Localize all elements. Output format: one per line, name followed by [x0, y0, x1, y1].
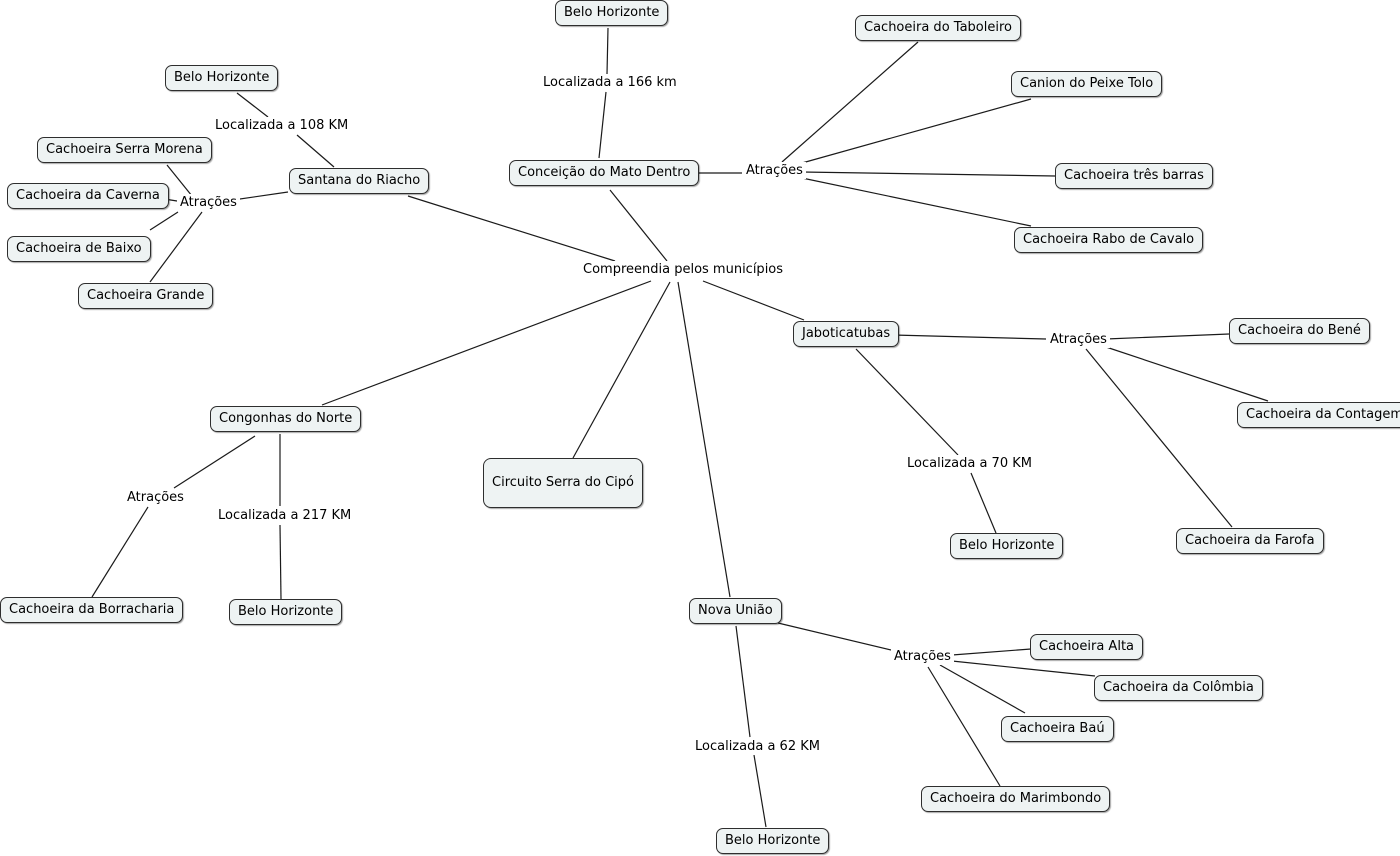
attraction-cachoeira-bau[interactable]: Cachoeira Baú [1001, 716, 1114, 742]
attraction-cachoeira-de-baixo[interactable]: Cachoeira de Baixo [7, 236, 151, 262]
attraction-cachoeira-da-colombia[interactable]: Cachoeira da Colômbia [1094, 675, 1263, 701]
attraction-cachoeira-serra-morena[interactable]: Cachoeira Serra Morena [37, 137, 212, 163]
novauniao-belo-horizonte-node[interactable]: Belo Horizonte [716, 828, 830, 854]
attraction-cachoeira-do-marimbondo[interactable]: Cachoeira do Marimbondo [921, 786, 1111, 812]
municipality-santana-do-riacho[interactable]: Santana do Riacho [289, 168, 430, 194]
municipality-congonhas-do-norte[interactable]: Congonhas do Norte [210, 406, 362, 432]
municipality-conceicao-do-mato-dentro[interactable]: Conceição do Mato Dentro [509, 160, 700, 186]
attraction-cachoeira-alta[interactable]: Cachoeira Alta [1030, 634, 1144, 660]
congonhas-distance-label: Localizada a 217 KM [215, 507, 355, 524]
jaboticatubas-distance-label: Localizada a 70 KM [904, 455, 1035, 472]
congonhas-belo-horizonte-node[interactable]: Belo Horizonte [229, 599, 343, 625]
attraction-canion-do-peixe-tolo[interactable]: Canion do Peixe Tolo [1011, 71, 1163, 97]
congonhas-attractions-label: Atrações [124, 489, 187, 506]
attraction-cachoeira-grande[interactable]: Cachoeira Grande [78, 283, 214, 309]
attraction-cachoeira-da-caverna[interactable]: Cachoeira da Caverna [7, 183, 169, 209]
attraction-cachoeira-da-contagem[interactable]: Cachoeira da Contagem [1237, 402, 1400, 428]
attraction-cachoeira-da-borracharia[interactable]: Cachoeira da Borracharia [0, 597, 184, 623]
attraction-cachoeira-rabo-de-cavalo[interactable]: Cachoeira Rabo de Cavalo [1014, 227, 1204, 253]
attraction-cachoeira-tres-barras[interactable]: Cachoeira três barras [1055, 163, 1213, 189]
santana-belo-horizonte-node[interactable]: Belo Horizonte [165, 65, 279, 91]
novauniao-distance-label: Localizada a 62 KM [692, 738, 823, 755]
attraction-cachoeira-do-bene[interactable]: Cachoeira do Bené [1229, 318, 1370, 344]
conceicao-belo-horizonte-node[interactable]: Belo Horizonte [555, 0, 669, 26]
root-node[interactable]: Circuito Serra do Cipó [483, 458, 643, 508]
hub-link-label: Compreendia pelos municípios [580, 261, 787, 278]
municipality-nova-uniao[interactable]: Nova União [689, 598, 782, 624]
conceicao-distance-label: Localizada a 166 km [540, 74, 680, 91]
jaboticatubas-attractions-label: Atrações [1047, 331, 1110, 348]
municipality-jaboticatubas[interactable]: Jaboticatubas [793, 321, 900, 347]
novauniao-attractions-label: Atrações [891, 648, 954, 665]
conceicao-attractions-label: Atrações [743, 162, 806, 179]
jaboticatubas-belo-horizonte-node[interactable]: Belo Horizonte [950, 533, 1064, 559]
santana-attractions-label: Atrações [177, 194, 240, 211]
attraction-cachoeira-do-taboleiro[interactable]: Cachoeira do Taboleiro [855, 15, 1021, 41]
attraction-cachoeira-da-farofa[interactable]: Cachoeira da Farofa [1176, 528, 1324, 554]
santana-distance-label: Localizada a 108 KM [212, 117, 352, 134]
